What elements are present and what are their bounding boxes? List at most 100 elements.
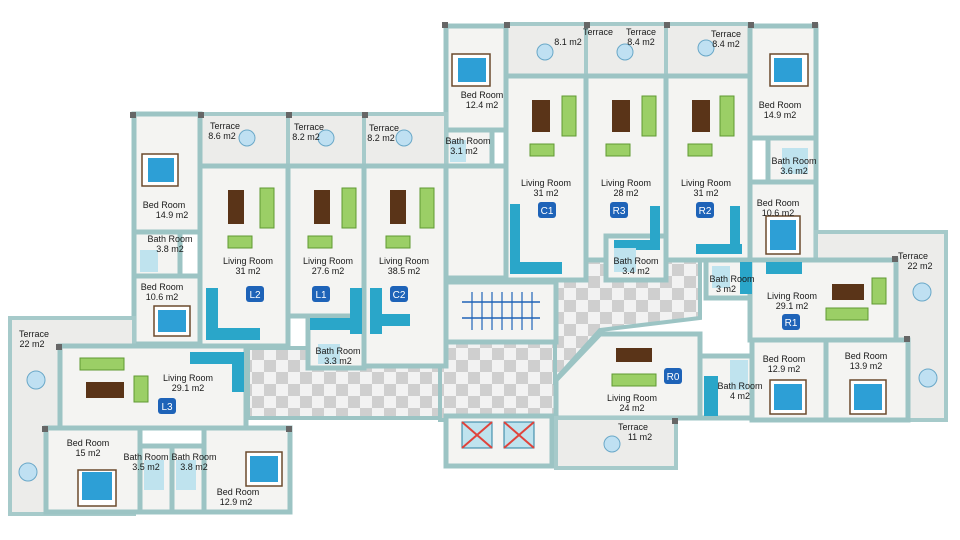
svg-text:R3: R3 (613, 206, 626, 217)
room-filler-c2 (443, 163, 509, 281)
room-label-bed-l3b-area: 12.9 m2 (220, 497, 253, 507)
room-label-bath-r2-area: 3.6 m2 (780, 166, 808, 176)
unit-badge-c2: C2 (390, 286, 408, 302)
svg-text:R1: R1 (785, 318, 798, 329)
room-label-bath-l3b-name: Bath Room (171, 452, 216, 462)
room-label-living-l1-name: Living Room (303, 256, 353, 266)
room-label-bath-l1-name: Bath Room (315, 346, 360, 356)
room-label-bed-l2b-area: 10.6 m2 (146, 292, 179, 302)
room-label-bed-l2b-name: Bed Room (141, 282, 184, 292)
bed-icon (141, 153, 179, 187)
bed-icon (765, 215, 801, 255)
bed-icon (769, 53, 809, 87)
room-label-living-l3-name: Living Room (163, 373, 213, 383)
room-label-bath-r0-area: 4 m2 (730, 391, 750, 401)
room-label-bath-l2-name: Bath Room (147, 234, 192, 244)
room-label-living-r0-area: 24 m2 (619, 403, 644, 413)
svg-text:L2: L2 (249, 290, 261, 301)
room-label-bed-r2b-name: Bed Room (757, 198, 800, 208)
room-label-living-c2-name: Living Room (379, 256, 429, 266)
kitchen-icon (190, 204, 802, 416)
room-labels: Terrace 8.1 m2 Terrace 8.4 m2 Terrace 8.… (19, 27, 933, 507)
room-label-living-l3-area: 29.1 m2 (172, 383, 205, 393)
bed-icon (769, 379, 807, 415)
terrace-table-icon (18, 39, 938, 482)
unit-badges: C1 R3 R2 L2 L1 C2 R1 R0 L3 (158, 202, 800, 414)
stairwell (443, 279, 559, 345)
unit-badge-l1: L1 (312, 286, 330, 302)
bath-fixture-icon (140, 140, 808, 490)
room-label-terrace-r2-name: Terrace (711, 29, 741, 39)
room-label-living-l2-name: Living Room (223, 256, 273, 266)
unit-badge-r2: R2 (696, 202, 714, 218)
room-label-living-r2-area: 31 m2 (693, 188, 718, 198)
room-label-terrace-l1-name: Terrace (294, 122, 324, 132)
room-label-terrace-r0-area: 11 m2 (628, 432, 652, 442)
unit-badge-r0: R0 (664, 368, 682, 384)
svg-text:C1: C1 (541, 206, 554, 217)
room-label-living-r1-area: 29.1 m2 (776, 301, 809, 311)
room-label-terrace-r3-area: 8.4 m2 (627, 37, 655, 47)
room-label-bed-c1-area: 12.4 m2 (466, 100, 499, 110)
svg-text:C2: C2 (393, 290, 406, 301)
bed-icon (153, 305, 191, 337)
room-label-terrace-r2-area: 8.4 m2 (712, 39, 740, 49)
room-label-terrace-l2-name: Terrace (210, 121, 240, 131)
room-label-terrace-l1-area: 8.2 m2 (292, 132, 320, 142)
room-label-bed-r0-area: 12.9 m2 (768, 364, 801, 374)
room-label-bed-r2-name: Bed Room (759, 100, 802, 110)
room-label-bed-r0-name: Bed Room (763, 354, 806, 364)
room-label-living-l2-area: 31 m2 (235, 266, 260, 276)
svg-text:R0: R0 (667, 372, 680, 383)
room-label-living-r0-name: Living Room (607, 393, 657, 403)
room-label-terrace-c2-area: 8.2 m2 (367, 133, 395, 143)
elevator-shaft (443, 413, 555, 469)
room-label-living-l1-area: 27.6 m2 (312, 266, 345, 276)
room-label-bath-c1-area: 3.1 m2 (450, 146, 478, 156)
room-label-bath-l3b-area: 3.8 m2 (180, 462, 208, 472)
room-label-terrace-l3-area: 22 m2 (19, 339, 44, 349)
room-label-living-c2-area: 38.5 m2 (388, 266, 421, 276)
room-label-bath-r2-name: Bath Room (771, 156, 816, 166)
bed-icon (77, 469, 117, 507)
room-label-bath-r1-name: Bath Room (709, 274, 754, 284)
room-label-bath-c1-name: Bath Room (445, 136, 490, 146)
room-label-living-r3-name: Living Room (601, 178, 651, 188)
room-label-terrace-c1-name: Terrace (583, 27, 613, 37)
room-label-terrace-c1-area: 8.1 m2 (554, 37, 582, 47)
room-label-bed-c1-name: Bed Room (461, 90, 504, 100)
room-label-bath-l1-area: 3.3 m2 (324, 356, 352, 366)
room-label-bath-r3-area: 3.4 m2 (622, 266, 650, 276)
living-set-icon (79, 95, 887, 403)
room-label-bath-l2-area: 3.8 m2 (156, 244, 184, 254)
unit-badge-r3: R3 (610, 202, 628, 218)
room-label-bed-l3-area: 15 m2 (75, 448, 100, 458)
bed-icon (849, 379, 887, 415)
room-label-terrace-r0-name: Terrace (618, 422, 648, 432)
room-label-bed-l3b-name: Bed Room (217, 487, 260, 497)
svg-text:R2: R2 (699, 206, 712, 217)
room-label-terrace-l3-name: Terrace (19, 329, 49, 339)
room-label-bed-l2-area: 14.9 m2 (156, 210, 189, 220)
room-label-terrace-r3-name: Terrace (626, 27, 656, 37)
room-label-bath-r0-name: Bath Room (717, 381, 762, 391)
room-label-bed-r2-area: 14.9 m2 (764, 110, 797, 120)
room-label-living-c1-name: Living Room (521, 178, 571, 188)
svg-text:L3: L3 (161, 402, 173, 413)
room-label-terrace-r1-area: 22 m2 (907, 261, 932, 271)
furniture (18, 22, 938, 507)
room-label-living-r1-name: Living Room (767, 291, 817, 301)
room-label-living-c1-area: 31 m2 (533, 188, 558, 198)
room-label-bath-r1-area: 3 m2 (716, 284, 736, 294)
room-label-bath-l3a-name: Bath Room (123, 452, 168, 462)
room-label-terrace-r1-name: Terrace (898, 251, 928, 261)
unit-badge-r1: R1 (782, 314, 800, 330)
room-label-bed-r1-area: 13.9 m2 (850, 361, 883, 371)
room-label-bed-l2-name: Bed Room (143, 200, 186, 210)
pillar-icon (42, 22, 910, 432)
unit-badge-l2: L2 (246, 286, 264, 302)
unit-badge-c1: C1 (538, 202, 556, 218)
room-label-living-r3-area: 28 m2 (613, 188, 638, 198)
bed-icon (245, 451, 283, 487)
